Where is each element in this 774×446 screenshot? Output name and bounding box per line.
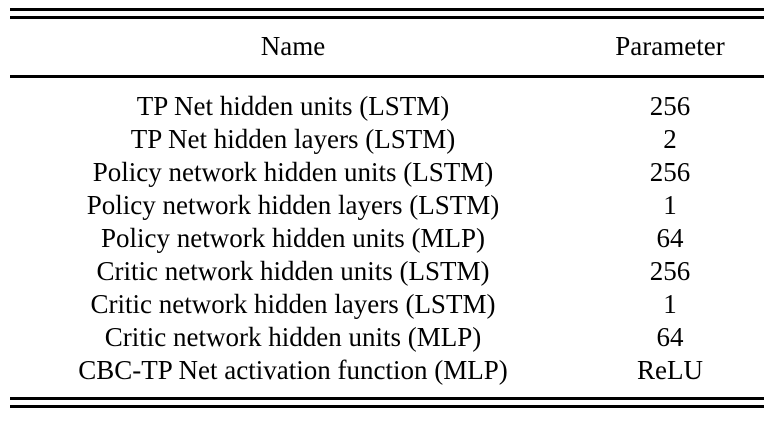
row-parameter: 64 <box>656 322 684 352</box>
row-name: Policy network hidden layers (LSTM) <box>86 190 500 220</box>
row-parameter: 64 <box>656 223 684 253</box>
table-body-bottom-padding <box>10 387 576 397</box>
table-row: TP Net hidden layers (LSTM) 2 <box>10 123 764 156</box>
table-row: Critic network hidden units (MLP) 64 <box>10 321 764 354</box>
row-parameter: 256 <box>649 157 691 187</box>
row-name: Critic network hidden units (LSTM) <box>96 256 490 286</box>
row-name: Critic network hidden layers (LSTM) <box>90 289 496 319</box>
table-header-rule <box>10 75 764 78</box>
table-header-row: Name Parameter <box>10 19 764 75</box>
table-row: Policy network hidden layers (LSTM) 1 <box>10 189 764 222</box>
row-name: TP Net hidden units (LSTM) <box>136 91 450 121</box>
table-row: Policy network hidden units (MLP) 64 <box>10 222 764 255</box>
row-parameter: ReLU <box>637 355 703 385</box>
table-row: CBC-TP Net activation function (MLP) ReL… <box>10 354 764 387</box>
table-row: TP Net hidden units (LSTM) 256 <box>10 90 764 123</box>
hyperparameter-table: Name Parameter <box>10 19 764 75</box>
row-name: Policy network hidden units (LSTM) <box>92 157 494 187</box>
table-body-bottom-padding <box>576 387 764 397</box>
row-parameter: 2 <box>663 124 677 154</box>
row-parameter: 1 <box>663 289 677 319</box>
hyperparameter-table-body: TP Net hidden units (LSTM) 256 TP Net hi… <box>10 78 764 397</box>
table-header: Name Parameter <box>10 19 764 75</box>
table-top-double-rule <box>10 8 764 19</box>
table-body: TP Net hidden units (LSTM) 256 TP Net hi… <box>10 78 764 397</box>
column-header-parameter: Parameter <box>615 31 725 61</box>
table-body-top-padding <box>10 78 576 90</box>
row-name: Policy network hidden units (MLP) <box>101 223 485 253</box>
hyperparameter-table-container: Name Parameter TP Net hidden units (LSTM… <box>10 8 764 408</box>
row-name: Critic network hidden units (MLP) <box>104 322 482 352</box>
row-parameter: 1 <box>663 190 677 220</box>
table-spacer-row <box>10 78 764 90</box>
table-bottom-double-rule <box>10 397 764 408</box>
row-name: TP Net hidden layers (LSTM) <box>130 124 456 154</box>
column-header-name: Name <box>260 31 326 61</box>
row-name: CBC-TP Net activation function (MLP) <box>78 355 508 385</box>
table-row: Critic network hidden layers (LSTM) 1 <box>10 288 764 321</box>
table-row: Policy network hidden units (LSTM) 256 <box>10 156 764 189</box>
table-spacer-row <box>10 387 764 397</box>
table-body-top-padding <box>576 78 764 90</box>
row-parameter: 256 <box>649 256 691 286</box>
table-row: Critic network hidden units (LSTM) 256 <box>10 255 764 288</box>
row-parameter: 256 <box>649 91 691 121</box>
